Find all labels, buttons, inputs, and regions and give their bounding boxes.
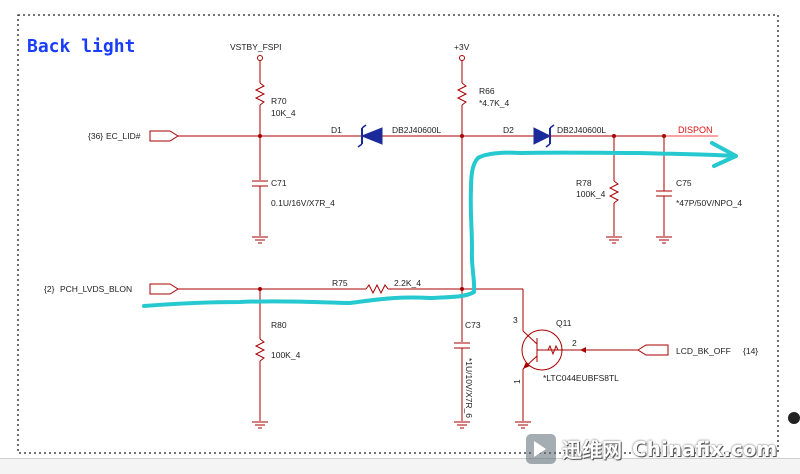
c73-ref: C73 — [465, 320, 481, 330]
arrow-lcd-bk-off — [580, 347, 586, 353]
net-label-vstby: VSTBY_FSPI — [230, 42, 282, 52]
watermark-logo-icon — [524, 432, 558, 466]
power-port-3v — [459, 55, 465, 61]
ec-lid-ref: {36} — [88, 131, 103, 141]
schematic-title: Back light — [27, 36, 135, 57]
d1-ref: D1 — [331, 125, 342, 135]
r75-ref: R75 — [332, 278, 348, 288]
schematic-canvas: Back light VSTBY_FSPI R70 10K_4 C71 0.1U… — [17, 14, 779, 454]
q11-part: *LTC044EUBFS8TL — [543, 373, 619, 383]
port-ec-lid — [149, 130, 179, 142]
q11-pin1: 1 — [512, 379, 522, 384]
resistor-r66 — [456, 82, 468, 106]
resistor-r75 — [365, 283, 389, 295]
pch-lvds-ref: {2} — [44, 284, 55, 294]
c71-ref: C71 — [271, 178, 287, 188]
r80-ref: R80 — [271, 320, 287, 330]
q11-pin2: 2 — [572, 338, 577, 348]
net-label-3v: +3V — [454, 42, 470, 52]
bottom-scrollbar[interactable] — [0, 458, 800, 474]
power-port-vstby — [257, 55, 263, 61]
ground-symbol-q11 — [515, 421, 531, 429]
r70-value: 10K_4 — [271, 108, 296, 118]
c75-value: *47P/50V/NPO_4 — [676, 198, 742, 208]
watermark-cn-text: 迅维网 — [562, 438, 622, 462]
net-label-lcd-bk-off: LCD_BK_OFF — [676, 346, 731, 356]
watermark: 迅维网 Chinafix.com — [524, 424, 800, 473]
r78-ref: R78 — [576, 178, 592, 188]
c75-ref: C75 — [676, 178, 692, 188]
q11-pin3: 3 — [513, 315, 518, 325]
port-lcd-bk-off — [637, 344, 669, 356]
net-label-dispon: DISPON — [678, 125, 713, 135]
r66-value: *4.7K_4 — [479, 98, 510, 108]
r75-value: 2.2K_4 — [394, 278, 421, 288]
junction-ec-lid — [258, 134, 262, 138]
ground-symbol-c75 — [656, 236, 672, 244]
schematic-border — [17, 14, 779, 454]
c71-value: 0.1U/16V/X7R_4 — [271, 198, 335, 208]
ground-symbol-c71 — [252, 236, 268, 244]
resistor-r80 — [254, 338, 266, 362]
lcd-bk-off-ref: {14} — [743, 346, 758, 356]
q11-ref: Q11 — [556, 318, 572, 328]
r70-ref: R70 — [271, 96, 287, 106]
d2-ref: D2 — [503, 125, 514, 135]
net-label-ec-lid: EC_LID# — [106, 131, 141, 141]
r78-value: 100K_4 — [576, 189, 606, 199]
highlight-signal-path — [142, 150, 737, 308]
port-pch-lvds — [149, 283, 179, 295]
highlight-arrow-head — [710, 141, 738, 168]
resistor-r70 — [254, 82, 266, 106]
d1-part: DB2J40600L — [392, 125, 441, 135]
diode-d1 — [357, 124, 383, 148]
r66-ref: R66 — [479, 86, 495, 96]
c73-value: *1U/10V/X7R_6 — [464, 358, 474, 418]
r80-value: 100K_4 — [271, 350, 301, 360]
net-label-pch-lvds: PCH_LVDS_BLON — [60, 284, 132, 294]
ground-symbol-c73 — [454, 421, 470, 429]
dark-corner-icon — [788, 412, 800, 424]
d2-part: DB2J40600L — [557, 125, 606, 135]
ground-symbol-r78 — [606, 236, 622, 244]
ground-symbol-r80 — [252, 421, 268, 429]
junction-c73 — [460, 287, 464, 291]
resistor-r78 — [608, 180, 620, 204]
transistor-q11-symbol — [522, 330, 562, 370]
watermark-en-text: Chinafix.com — [632, 436, 778, 461]
